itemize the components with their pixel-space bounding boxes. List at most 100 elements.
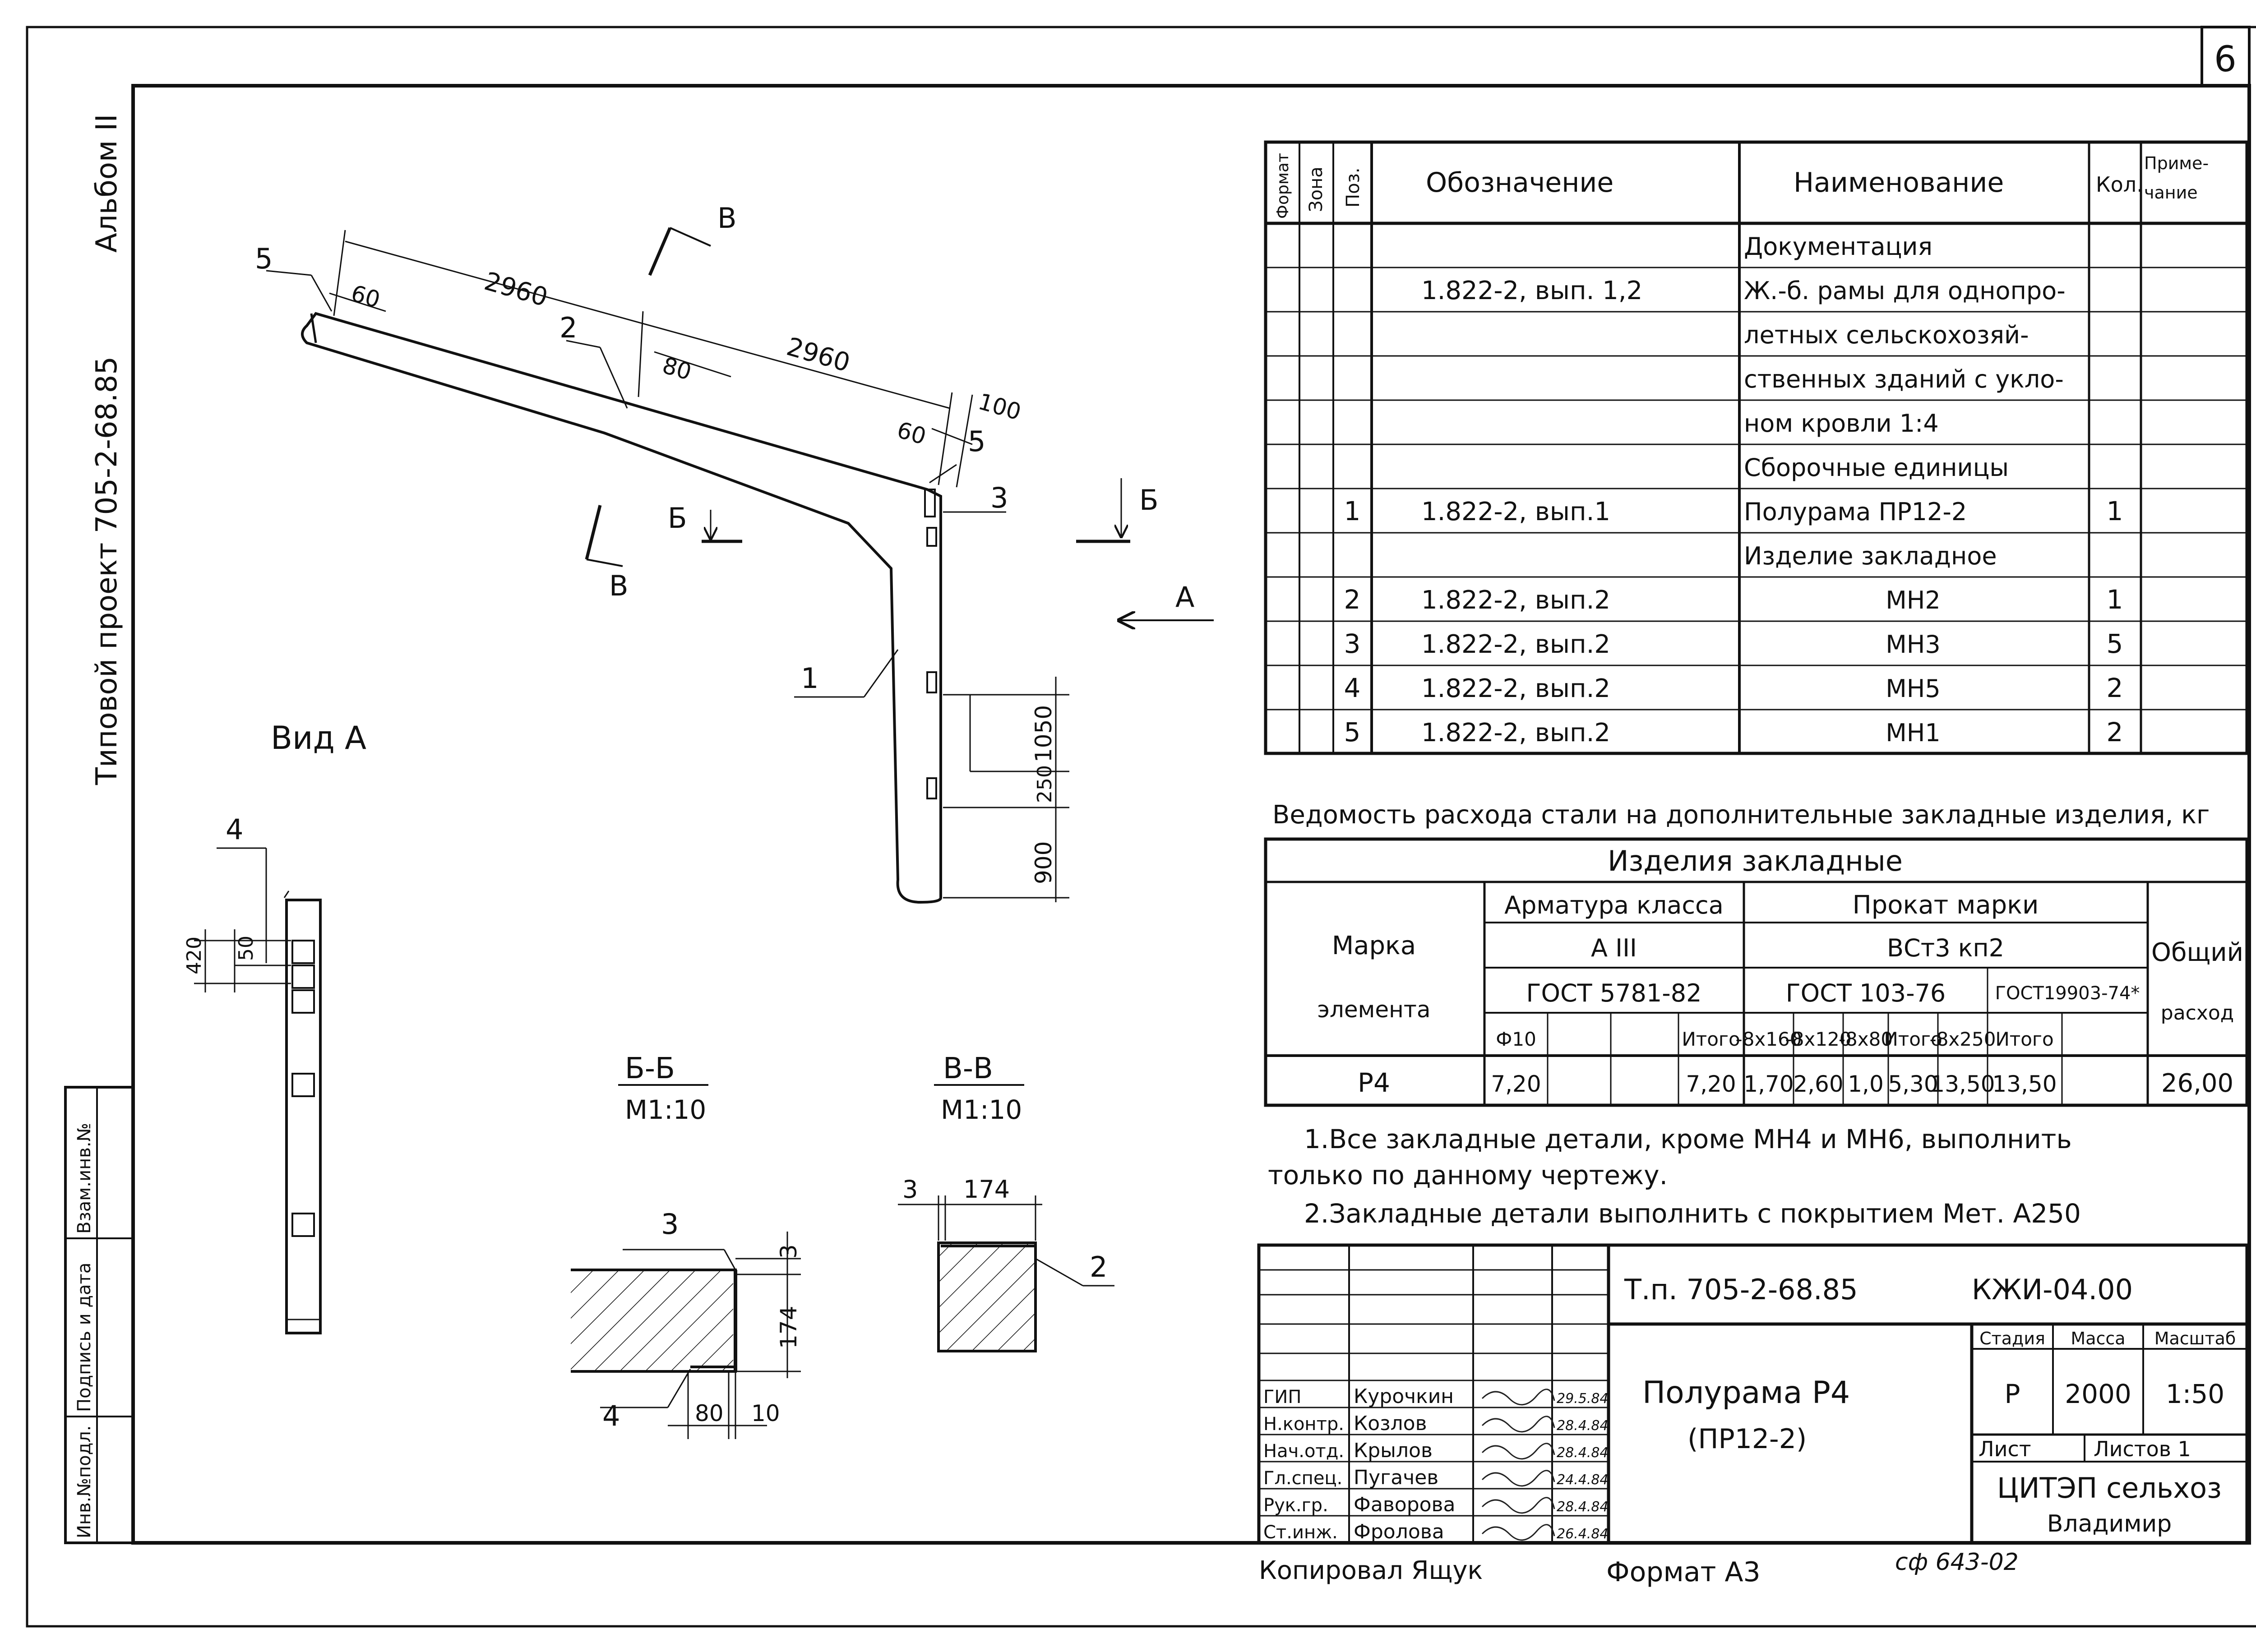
steel-h-mark2: элемента	[1317, 997, 1430, 1023]
steel-h-arm-class: А III	[1591, 934, 1637, 962]
dim-2960-left: 2960	[481, 267, 551, 313]
section-bb-callout-4: 4	[602, 1399, 620, 1432]
dim-60-right: 60	[894, 417, 929, 450]
steel-h-items: Изделия закладные	[1608, 844, 1903, 877]
steel-h-prokat: Прокат марки	[1853, 891, 2039, 920]
stamp-h-stage: Стадия	[1979, 1329, 2045, 1348]
view-a-label: Вид А	[271, 720, 366, 757]
stamp-person-date: 28.4.84	[1557, 1445, 1609, 1461]
signature-mark	[1481, 1470, 1555, 1487]
drawing-frame	[131, 84, 2251, 1545]
section-vv	[898, 1195, 1114, 1352]
spec-row-designation: 1.822-2, вып.2	[1421, 586, 1610, 615]
stamp-sheet-label: Лист	[1979, 1437, 2031, 1461]
spec-row-pos: 4	[1344, 673, 1361, 703]
title-block-rows	[1259, 1269, 1609, 1517]
section-vv-dim-3: 3	[902, 1175, 918, 1204]
sheet-number: 6	[2214, 39, 2237, 80]
callout-2: 2	[559, 311, 577, 344]
section-vv-dim-174: 174	[963, 1175, 1010, 1204]
spec-header-qty: Кол.	[2096, 172, 2143, 197]
stamp-tp: Т.п. 705-2-68.85	[1624, 1273, 1858, 1306]
dim-100: 100	[975, 388, 1024, 425]
stamp-title-2: (ПР12-2)	[1687, 1423, 1807, 1455]
steel-value: 1,70	[1743, 1071, 1794, 1097]
steel-row-mark: Р4	[1358, 1067, 1390, 1098]
spec-header-name: Наименование	[1794, 167, 2004, 198]
dim-250: 250	[1033, 765, 1056, 803]
spec-row-name: Ж.-б. рамы для однопро-	[1744, 277, 2066, 305]
section-vv-scale: М1:10	[941, 1094, 1022, 1125]
stamp-person-role: Ст.инж.	[1263, 1522, 1338, 1543]
steel-value: 13,50	[1930, 1071, 1995, 1097]
spec-row-name: Документация	[1744, 232, 1932, 261]
side-project: Типовой проект 705-2-68.85	[90, 356, 124, 785]
steel-value: 7,20	[1686, 1071, 1736, 1097]
stamp-org-1: ЦИТЭП сельхоз	[1997, 1472, 2222, 1504]
steel-subcol: Итого	[1995, 1028, 2053, 1050]
spec-row-designation: 1.822-2, вып. 1,2	[1421, 276, 1642, 305]
section-mark-v-top: B	[717, 202, 737, 235]
dim-900: 900	[1031, 841, 1057, 884]
view-a-dim-50: 50	[235, 936, 258, 961]
callout-5-right: 5	[968, 425, 985, 458]
note-1-cont: только по данному чертежу.	[1268, 1160, 1668, 1191]
view-a	[194, 847, 322, 1334]
stamp-person-role: Рук.гр.	[1263, 1495, 1328, 1516]
spec-row-name: МН1	[1886, 719, 1941, 747]
stamp-person-name: Козлов	[1354, 1412, 1427, 1435]
section-bb-scale: М1:10	[625, 1094, 706, 1125]
signature-mark	[1481, 1524, 1555, 1541]
spec-row-name: летных сельскохозяй-	[1744, 321, 2029, 349]
dim-2960-right: 2960	[783, 332, 853, 378]
sheet-number-box	[2201, 26, 2251, 87]
stamp-person-date: 26.4.84	[1557, 1526, 1609, 1542]
steel-h-total2: расход	[2161, 1001, 2234, 1024]
steel-table	[1264, 837, 2249, 1107]
spec-row-pos: 2	[1344, 584, 1361, 615]
half-frame-elevation	[266, 227, 1214, 904]
spec-row-qty: 1	[2107, 584, 2123, 615]
spec-table	[1264, 140, 2249, 755]
callout-5-left: 5	[255, 242, 273, 275]
spec-row-lines	[1266, 267, 2247, 711]
spec-header-note-2: чание	[2144, 183, 2198, 203]
stamp-person-name: Фаворова	[1354, 1493, 1455, 1516]
spec-row-qty: 2	[2107, 717, 2123, 748]
section-vv-title: В-В	[943, 1052, 993, 1085]
section-bb-callout-3: 3	[661, 1208, 679, 1241]
section-mark-v-bottom: B	[609, 569, 629, 602]
steel-subcol: Итого	[1682, 1028, 1740, 1050]
steel-value: 2,60	[1793, 1071, 1843, 1097]
spec-header-pos: Поз.	[1343, 167, 1364, 208]
view-a-dim-420: 420	[183, 937, 206, 974]
steel-h-arm-gost: ГОСТ 5781-82	[1526, 979, 1702, 1007]
spec-row-name: Изделие закладное	[1744, 542, 1997, 570]
stamp-person-date: 28.4.84	[1557, 1499, 1609, 1515]
spec-rows: Документация 1.822-2, вып. 1,2 Ж.-б. рамы …	[1344, 232, 2123, 748]
spec-header-designation: Обозначение	[1426, 167, 1613, 198]
stamp-person-date: 24.4.84	[1557, 1472, 1609, 1488]
signature-mark	[1481, 1497, 1555, 1514]
note-1: 1.Все закладные детали, кроме МН4 и МН6,…	[1304, 1124, 2072, 1154]
side-album: Альбом II	[90, 114, 124, 253]
steel-h-gost19903: ГОСТ19903-74*	[1995, 983, 2140, 1004]
spec-row-name: МН2	[1886, 586, 1941, 614]
steel-h-gost103: ГОСТ 103-76	[1786, 979, 1946, 1007]
callout-3: 3	[990, 481, 1008, 514]
steel-value: 5,30	[1888, 1071, 1938, 1097]
spec-row-qty: 2	[2107, 673, 2123, 703]
spec-row-designation: 1.822-2, вып.2	[1421, 718, 1610, 748]
stamp-scale: 1:50	[2166, 1379, 2224, 1409]
stamp-person-name: Пугачев	[1354, 1466, 1438, 1489]
steel-value: 1,0	[1848, 1071, 1884, 1097]
spec-header-format: Формат	[1274, 153, 1292, 219]
stamp-person-role: Гл.спец.	[1263, 1468, 1342, 1489]
view-mark-a: А	[1175, 581, 1194, 614]
spec-row-designation: 1.822-2, вып.2	[1421, 630, 1610, 659]
section-bb	[571, 1232, 801, 1439]
section-bb-dim-10: 10	[751, 1400, 780, 1426]
